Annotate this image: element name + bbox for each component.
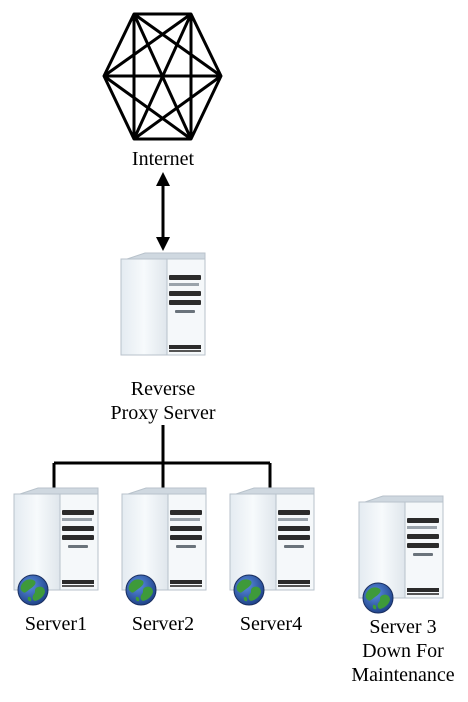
server2-icon xyxy=(121,487,207,591)
internet-cloud-icon xyxy=(102,12,223,141)
server1-icon xyxy=(13,487,99,591)
proxy-label-line2: Proxy Server xyxy=(110,402,216,424)
proxy-server-icon xyxy=(120,252,206,356)
server1-label: Server1 xyxy=(24,613,88,635)
server1-globe-icon xyxy=(17,574,49,606)
server3-label-line3: Maintenance xyxy=(351,664,455,686)
server2-label: Server2 xyxy=(131,613,195,635)
server2-globe-icon xyxy=(125,574,157,606)
server3-label-line1: Server 3 xyxy=(369,616,437,638)
server4-icon xyxy=(229,487,315,591)
server3-globe-icon xyxy=(362,582,394,614)
server4-globe-icon xyxy=(233,574,265,606)
bidirectional-arrow xyxy=(156,172,170,251)
network-bus xyxy=(52,425,272,492)
internet-label: Internet xyxy=(131,148,195,170)
proxy-label-line1: Reverse xyxy=(130,378,196,400)
server4-label: Server4 xyxy=(239,613,303,635)
server3-label-line2: Down For xyxy=(362,640,444,662)
server3-icon xyxy=(358,495,444,599)
